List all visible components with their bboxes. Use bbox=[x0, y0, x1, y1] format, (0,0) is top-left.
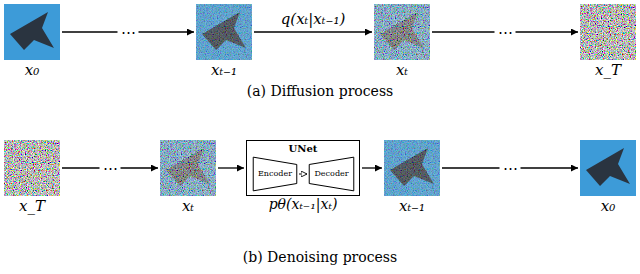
block-label: Encoder bbox=[258, 170, 292, 179]
trapezoid-shape bbox=[309, 157, 354, 191]
subfigure-caption: (b) Denoising process bbox=[243, 250, 397, 265]
image-label: xₜ bbox=[396, 62, 408, 79]
distribution-label: pθ(xₜ₋₁|xₜ) bbox=[269, 197, 338, 212]
ellipsis-label: ⋯ bbox=[100, 160, 121, 177]
noisy-image bbox=[160, 140, 216, 196]
image-node: xₜ bbox=[160, 140, 216, 196]
image-node: x_T bbox=[4, 140, 60, 196]
image-node: x_T bbox=[580, 4, 636, 60]
arrow-connector bbox=[218, 167, 244, 168]
image-node: x₀ bbox=[580, 140, 636, 196]
ellipsis-label: ⋯ bbox=[118, 24, 139, 41]
arrow-connector bbox=[362, 167, 382, 168]
image-label: xₜ₋₁ bbox=[211, 62, 237, 79]
image-label: x_T bbox=[595, 62, 621, 79]
image-node: xₜ bbox=[374, 4, 430, 60]
arrow-connector bbox=[299, 174, 307, 175]
noisy-image bbox=[374, 4, 430, 60]
clean-image bbox=[4, 4, 60, 60]
transition-label: q(xₜ|xₜ₋₁) bbox=[278, 11, 349, 28]
image-label: xₜ bbox=[182, 198, 194, 215]
network-box: EncoderDecoderUNetpθ(xₜ₋₁|xₜ) bbox=[246, 140, 360, 196]
subfigure-caption: (a) Diffusion process bbox=[247, 84, 394, 99]
clean-image bbox=[580, 140, 636, 196]
noise-image bbox=[580, 4, 636, 60]
image-node: xₜ₋₁ bbox=[196, 4, 252, 60]
noisy-image bbox=[196, 4, 252, 60]
block-label: Decoder bbox=[314, 170, 348, 179]
image-node: x₀ bbox=[4, 4, 60, 60]
ellipsis-label: ⋯ bbox=[500, 160, 521, 177]
image-label: x₀ bbox=[25, 62, 39, 79]
noisy-image bbox=[384, 140, 440, 196]
encoder-block: Encoder bbox=[253, 157, 297, 191]
image-label: x_T bbox=[19, 198, 45, 215]
ellipsis-label: ⋯ bbox=[495, 24, 516, 41]
noise-image bbox=[4, 140, 60, 196]
image-label: xₜ₋₁ bbox=[399, 198, 425, 215]
arrow-connector bbox=[254, 31, 372, 32]
trapezoid-shape bbox=[253, 157, 297, 191]
image-label: x₀ bbox=[601, 198, 615, 215]
decoder-block: Decoder bbox=[309, 157, 354, 191]
network-title: UNet bbox=[289, 143, 318, 154]
image-node: xₜ₋₁ bbox=[384, 140, 440, 196]
